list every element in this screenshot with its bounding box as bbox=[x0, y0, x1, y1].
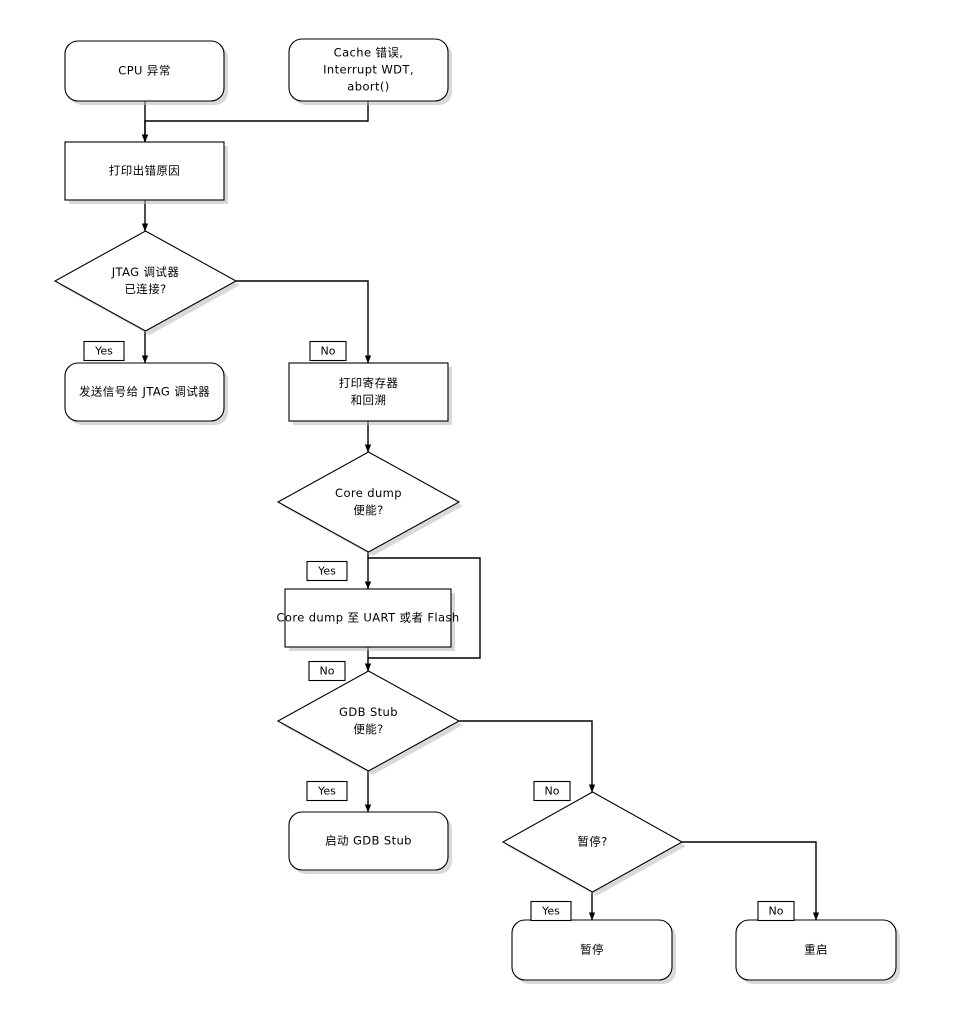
node-outline bbox=[288, 362, 449, 422]
edge-label-gdbstub-no: No bbox=[533, 780, 571, 802]
edge-label-text: Yes bbox=[317, 565, 336, 578]
edge-label-text: Yes bbox=[317, 785, 336, 798]
edge-label-box bbox=[309, 340, 347, 362]
node-cpu-exception: CPU 异常 bbox=[64, 40, 228, 105]
edge-label-coredump-out-to-gdbstub: No bbox=[308, 660, 346, 682]
edge-label-text: No bbox=[320, 665, 335, 678]
edge-label-text: No bbox=[321, 345, 336, 358]
node-outline bbox=[511, 919, 673, 981]
edge-label-box bbox=[533, 780, 571, 802]
node-outline bbox=[288, 38, 449, 102]
edge-label-box bbox=[757, 900, 795, 922]
node-label: 打印寄存器 bbox=[339, 376, 399, 390]
edges-layer bbox=[141, 101, 820, 921]
edge-label-jtag-yes: Yes bbox=[83, 340, 125, 362]
node-label: 便能? bbox=[353, 503, 383, 517]
node-label: abort() bbox=[347, 80, 389, 94]
node-label: 发送信号给 JTAG 调试器 bbox=[79, 385, 210, 399]
node-label: 暂停? bbox=[577, 835, 607, 849]
node-print-error-reason: 打印出错原因 bbox=[64, 141, 228, 204]
node-label: GDB Stub bbox=[339, 705, 398, 719]
edge-label-text: Yes bbox=[94, 345, 113, 358]
edge-label-box bbox=[306, 560, 348, 582]
edge-label-jtag-no: No bbox=[309, 340, 347, 362]
edge-label-halt-yes: Yes bbox=[530, 900, 572, 922]
node-gdbstub-enabled: GDB Stub 便能? bbox=[276, 670, 463, 775]
node-start-gdbstub: 启动 GDB Stub bbox=[288, 811, 452, 874]
node-outline bbox=[64, 40, 225, 102]
node-label: 便能? bbox=[353, 722, 383, 736]
node-outline bbox=[288, 811, 449, 871]
node-outline bbox=[64, 141, 225, 201]
node-outline bbox=[64, 362, 225, 422]
edge-label-halt-no: No bbox=[757, 900, 795, 922]
node-label: 重启 bbox=[804, 943, 828, 957]
node-label: 暂停 bbox=[580, 943, 604, 957]
edge-jtag-no bbox=[236, 280, 372, 364]
node-label: Interrupt WDT, bbox=[323, 63, 414, 77]
node-label: 已连接? bbox=[124, 282, 166, 296]
edge-label-box bbox=[308, 660, 346, 682]
node-label: CPU 异常 bbox=[118, 64, 170, 78]
node-label: 打印出错原因 bbox=[109, 164, 180, 178]
node-label: Cache 错误, bbox=[334, 46, 404, 60]
node-outline bbox=[501, 791, 684, 893]
edge-label-box bbox=[83, 340, 125, 362]
node-label: Core dump bbox=[335, 486, 402, 500]
edge-coredump-no-bypass bbox=[368, 557, 481, 659]
node-outline bbox=[276, 451, 461, 553]
node-reboot: 重启 bbox=[735, 919, 900, 984]
node-outline bbox=[53, 230, 238, 332]
edge-label-box bbox=[530, 900, 572, 922]
edge-label-text: Yes bbox=[541, 905, 560, 918]
node-halt-question: 暂停? bbox=[501, 791, 686, 896]
node-outline bbox=[735, 919, 897, 981]
node-halt: 暂停 bbox=[511, 919, 676, 984]
node-label: JTAG 调试器 bbox=[111, 265, 180, 279]
edge-cache-to-print bbox=[141, 101, 369, 143]
edge-label-gdbstub-yes: Yes bbox=[306, 780, 348, 802]
node-coredump-to-uart-flash: Core dump 至 UART 或者 Flash bbox=[276, 588, 459, 651]
node-outline bbox=[276, 670, 461, 772]
node-label: 和回溯 bbox=[351, 393, 387, 407]
edge-label-text: No bbox=[545, 785, 560, 798]
edge-label-text: No bbox=[769, 905, 784, 918]
nodes-layer: CPU 异常 Cache 错误, Interrupt WDT, abort() 打印出错… bbox=[53, 38, 900, 984]
edge-label-coredump-yes: Yes bbox=[306, 560, 348, 582]
edge-label-box bbox=[306, 780, 348, 802]
node-cache-error: Cache 错误, Interrupt WDT, abort() bbox=[288, 38, 452, 105]
node-label: Core dump 至 UART 或者 Flash bbox=[276, 611, 459, 625]
node-label: 启动 GDB Stub bbox=[325, 834, 412, 848]
edge-gdbstub-no bbox=[459, 720, 596, 793]
edge-halt-no bbox=[682, 841, 820, 921]
node-signal-jtag: 发送信号给 JTAG 调试器 bbox=[64, 362, 228, 425]
node-coredump-enabled: Core dump 便能? bbox=[276, 451, 463, 556]
node-outline bbox=[284, 588, 452, 648]
